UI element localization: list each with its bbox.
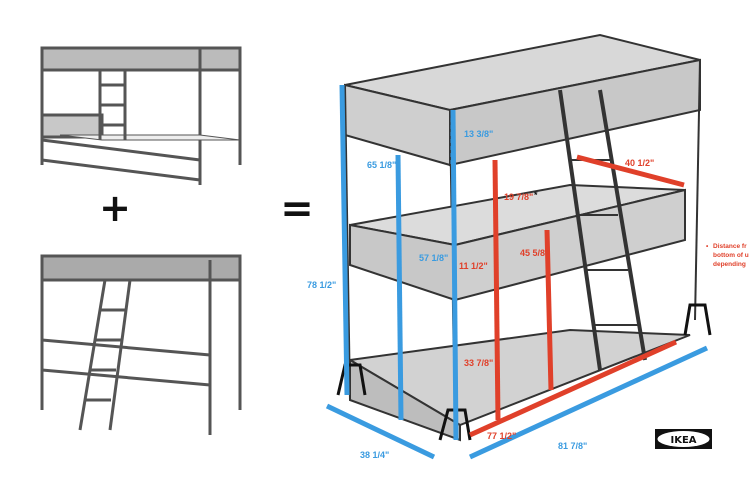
triple-bed-illustration bbox=[336, 33, 712, 442]
note-line-2: bottom of u bbox=[713, 252, 749, 259]
dimension-total-length: 81 7/8" bbox=[558, 441, 587, 451]
equals-symbol: = bbox=[280, 186, 314, 232]
ikea-logo: IKEA bbox=[655, 429, 712, 449]
loft-bed-illustration bbox=[40, 254, 242, 435]
dimension-top-clearance: 65 1/8" bbox=[367, 160, 396, 170]
note-marker: * bbox=[534, 190, 538, 200]
footnote: • Distance fr bottom of u depending bbox=[706, 243, 749, 268]
dimension-middle-guard: 19 7/8" bbox=[504, 192, 533, 202]
dimension-middle-height: 57 1/8" bbox=[419, 253, 448, 263]
ikea-logo-text: IKEA bbox=[670, 435, 696, 446]
dimension-total-width: 38 1/4" bbox=[360, 450, 389, 460]
note-line-3: depending bbox=[713, 261, 746, 268]
note-line-1: Distance fr bbox=[713, 243, 747, 250]
dimension-bottom-clearance: 33 7/8" bbox=[464, 358, 493, 368]
dimension-lines bbox=[325, 84, 709, 460]
note-bullet: • bbox=[706, 243, 709, 250]
dimension-middle-bed-width: 40 1/2" bbox=[625, 158, 654, 168]
dimension-middle-rail: 11 1/2" bbox=[459, 261, 488, 271]
dimension-middle-platform-height: 45 5/8" bbox=[520, 248, 549, 258]
plus-symbol: + bbox=[99, 186, 131, 230]
bunk-bed-illustration bbox=[40, 46, 242, 185]
dimension-bottom-length: 77 1/2" bbox=[487, 431, 516, 441]
dimension-total-height: 78 1/2" bbox=[307, 280, 336, 290]
dimension-guard-height: 13 3/8" bbox=[464, 129, 493, 139]
